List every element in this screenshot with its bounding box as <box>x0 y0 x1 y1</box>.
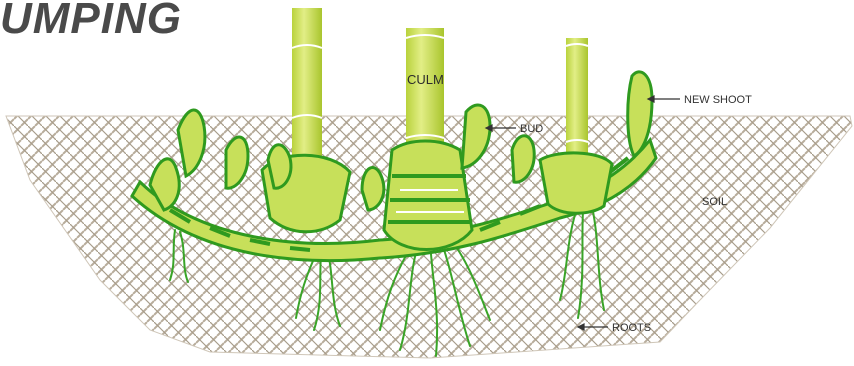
roots-label: ROOTS <box>612 322 651 334</box>
culm-label: CULM <box>407 72 444 87</box>
bud-label: BUD <box>520 123 543 135</box>
new-shoot-label: NEW SHOOT <box>684 94 752 106</box>
shoot-mid-2 <box>362 168 384 210</box>
soil-label: SOIL <box>702 196 727 208</box>
shoot-mid-1 <box>268 145 291 188</box>
